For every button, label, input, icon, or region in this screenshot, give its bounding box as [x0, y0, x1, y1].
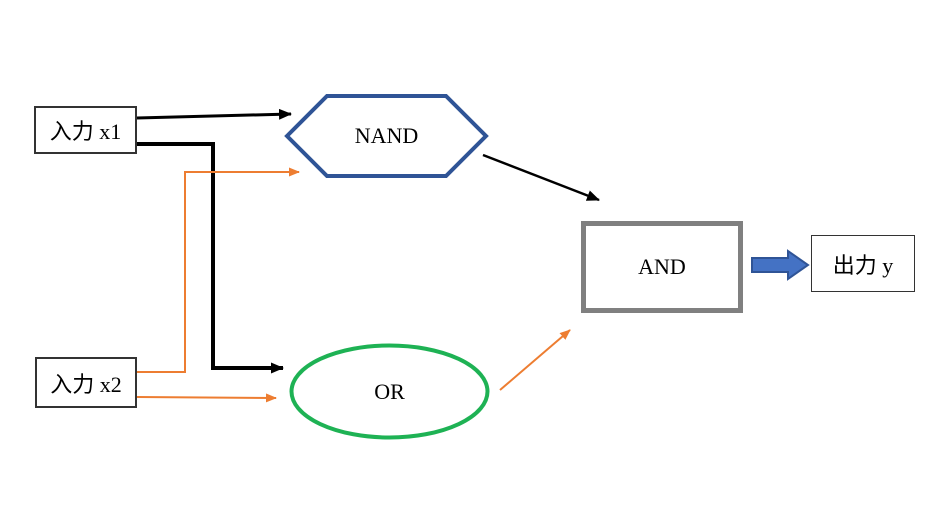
connector-nand-to-and [482, 153, 600, 202]
connector-x1-to-nand [136, 108, 292, 120]
and-gate-label: AND [638, 254, 686, 279]
input-x2-box: 入力 x2 [35, 357, 137, 408]
or-gate-label: OR [374, 378, 405, 404]
output-block-arrow [751, 249, 810, 281]
output-y-label: 出力 y [832, 252, 894, 278]
and-gate-box: AND [581, 221, 743, 313]
input-x1-box: 入力 x1 [34, 106, 137, 154]
connector-x2-to-or [136, 393, 277, 403]
nand-gate-label-wrap: NAND [287, 96, 486, 176]
nand-gate-hexagon [284, 94, 489, 178]
input-x1-label: 入力 x1 [49, 119, 122, 144]
or-gate-ellipse [289, 343, 490, 440]
input-x2-label: 入力 x2 [50, 371, 122, 397]
connector-or-to-and [499, 329, 571, 391]
nand-gate-label: NAND [354, 123, 419, 148]
output-y-box: 出力 y [811, 235, 915, 292]
or-gate-label-wrap: OR [291, 346, 488, 437]
connector-x1-to-or [137, 142, 284, 374]
connector-x2-to-nand [137, 167, 300, 373]
